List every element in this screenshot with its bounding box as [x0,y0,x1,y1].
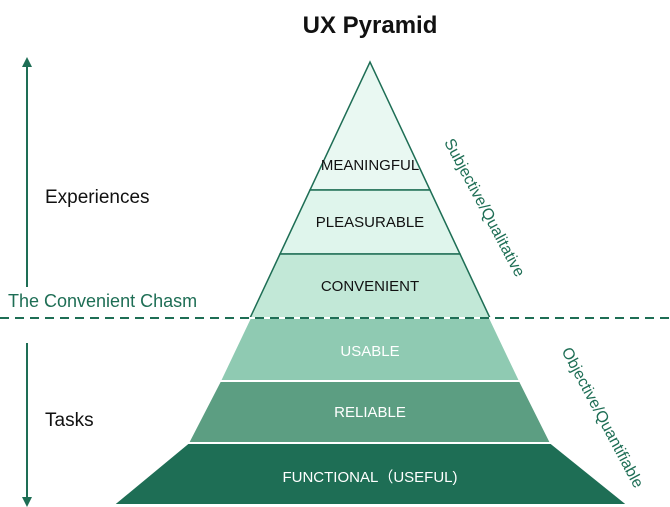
pyramid: MEANINGFUL PLEASURABLE CONVENIENT USABLE… [110,60,631,506]
level-label: CONVENIENT [321,278,419,295]
chasm-label: The Convenient Chasm [8,291,197,311]
level-label: PLEASURABLE [316,214,424,231]
level-label: USABLE [340,343,399,360]
experiences-label: Experiences [45,187,150,208]
level-label: FUNCTIONAL（USEFUL) [282,469,457,486]
diagram-title: UX Pyramid [303,12,438,39]
level-label: RELIABLE [334,404,406,421]
level-label: MEANINGFUL [321,157,419,174]
tasks-label: Tasks [45,410,94,431]
level-functional [110,442,631,506]
